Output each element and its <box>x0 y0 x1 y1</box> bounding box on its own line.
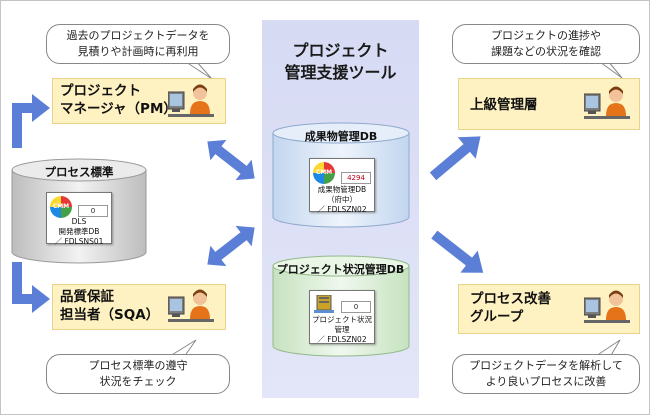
pm-bubble-line-2: 見積りや計画時に再利用 <box>77 45 199 58</box>
senior-role-label: 上級管理層 <box>470 96 538 114</box>
status-card-line-1: プロジェクト状況 <box>312 315 372 324</box>
process-card-text: DLS 開発標準DB ／ FDLSNS01 <box>49 217 109 247</box>
spi-role-line-1: プロセス改善 <box>470 291 551 307</box>
sqa-bubble-line-1: プロセス標準の遵守 <box>88 359 188 372</box>
status-card-line-2: 管理 <box>334 325 350 334</box>
person-at-computer-icon <box>168 84 214 117</box>
sqa-role-line-2: 担当者（SQA） <box>60 307 160 323</box>
sqa-bubble-line-2: 状況をチェック <box>99 375 177 388</box>
elbow-arrow-to-sqa <box>12 262 50 313</box>
senior-bubble-line-1: プロジェクトの進捗や <box>491 29 601 42</box>
senior-speech-bubble: プロジェクトの進捗や課題などの状況を確認 <box>452 24 640 64</box>
server-icon <box>314 295 334 313</box>
person-at-computer-icon <box>584 290 630 323</box>
deliverables-card-number: 4294 <box>341 172 371 184</box>
tool-title-line-2: 管理支援ツール <box>284 63 397 82</box>
process-card-line-3: ／ FDLSNS01 <box>54 237 104 246</box>
spi-role-label: プロセス改善 グループ <box>470 290 551 326</box>
spi-bubble-line-2: より良いプロセスに改善 <box>485 375 607 388</box>
pm-role-label: プロジェクト マネージャ（PM） <box>60 82 177 118</box>
arrow-to-spi <box>431 230 484 273</box>
arrow-to-senior <box>429 136 481 181</box>
deliverables-card-line-3: ／ FDLSZN02 <box>317 205 367 214</box>
person-at-computer-icon <box>168 289 214 322</box>
arrow-sqa-status <box>207 225 255 267</box>
process-standard-label: プロセス標準 <box>44 165 114 179</box>
process-standard-card[interactable]: CMM 0 DLS 開発標準DB ／ FDLSNS01 <box>46 192 112 247</box>
pm-role-line-2: マネージャ（PM） <box>60 101 177 117</box>
deliverables-card-line-1: 成果物管理DB <box>317 185 367 194</box>
process-card-line-2: 開発標準DB <box>58 227 100 236</box>
status-db-label: プロジェクト状況管理DB <box>276 263 405 276</box>
status-db-card[interactable]: 0 プロジェクト状況 管理 ／ FDLSZN02 <box>309 290 375 344</box>
bubble-tails <box>169 60 623 358</box>
tool-title: プロジェクト 管理支援ツール <box>262 40 419 84</box>
person-at-computer-icon <box>584 86 630 119</box>
pm-bubble-line-1: 過去のプロジェクトデータを <box>66 29 210 42</box>
spi-role-line-2: グループ <box>470 309 524 325</box>
deliverables-db-card[interactable]: CMM 4294 成果物管理DB （府中） ／ FDLSZN02 <box>309 158 375 215</box>
elbow-arrow-to-pm <box>12 94 50 148</box>
deliverables-card-line-2: （府中） <box>327 195 357 204</box>
senior-bubble-line-2: 課題などの状況を確認 <box>491 45 601 58</box>
spi-bubble-line-1: プロジェクトデータを解析して <box>469 359 623 372</box>
status-card-text: プロジェクト状況 管理 ／ FDLSZN02 <box>312 315 372 345</box>
cmm-logo-icon: CMM <box>50 196 72 218</box>
process-card-number: 0 <box>78 205 108 217</box>
senior-role-box <box>458 78 640 130</box>
spi-role-box <box>458 284 640 334</box>
spi-speech-bubble: プロジェクトデータを解析してより良いプロセスに改善 <box>452 354 640 394</box>
status-card-number: 0 <box>341 301 371 313</box>
cmm-logo-icon: CMM <box>313 162 335 184</box>
sqa-role-label: 品質保証 担当者（SQA） <box>60 288 159 324</box>
arrow-pm-deliverables <box>207 139 255 181</box>
deliverables-db-label: 成果物管理DB <box>304 130 378 143</box>
senior-role-line-1: 上級管理層 <box>470 97 538 113</box>
process-card-line-1: DLS <box>71 217 87 226</box>
sqa-speech-bubble: プロセス標準の遵守状況をチェック <box>46 354 230 394</box>
pm-speech-bubble: 過去のプロジェクトデータを見積りや計画時に再利用 <box>46 24 230 64</box>
pm-role-line-1: プロジェクト <box>60 83 141 99</box>
deliverables-card-text: 成果物管理DB （府中） ／ FDLSZN02 <box>312 185 372 215</box>
sqa-role-line-1: 品質保証 <box>60 289 114 305</box>
status-card-line-3: ／ FDLSZN02 <box>317 335 367 344</box>
tool-title-line-1: プロジェクト <box>292 41 389 60</box>
